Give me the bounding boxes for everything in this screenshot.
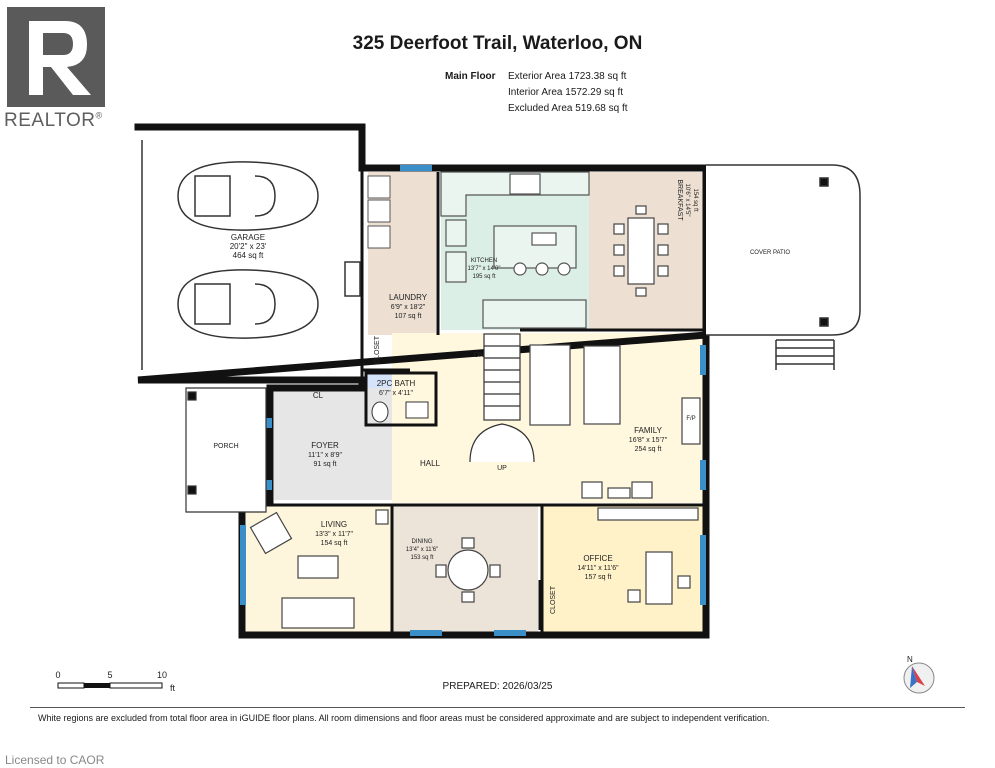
- floor-label: Main Floor: [445, 71, 496, 82]
- family-furniture: [529, 344, 701, 499]
- kitchen-dims: 13'7" x 14'0": [468, 266, 501, 272]
- laundry-area: 107 sq ft: [395, 313, 422, 320]
- scale-unit: ft: [170, 683, 176, 693]
- family-name: FAMILY: [634, 426, 663, 435]
- scale-tick-5: 5: [107, 670, 112, 680]
- laundry-fixtures: [367, 175, 391, 249]
- kitchen-area: 195 sq ft: [472, 274, 495, 280]
- office-furniture: [597, 507, 699, 605]
- office-area: 157 sq ft: [585, 574, 612, 581]
- license-watermark: Licensed to CAOR: [5, 753, 105, 767]
- prepared-date: PREPARED: 2026/03/25: [442, 681, 553, 692]
- office-name: OFFICE: [583, 554, 612, 563]
- interior-area: Interior Area 1572.29 sq ft: [508, 87, 624, 98]
- closet1-label: CLOSET: [374, 335, 381, 364]
- foyer-fill: [274, 388, 392, 500]
- office-fill: [541, 505, 705, 632]
- dining-dims: 13'4" x 11'6": [406, 547, 438, 553]
- bath-fixtures: [371, 401, 429, 423]
- realtor-logo-text: REALTOR®: [4, 110, 103, 131]
- fireplace-label: F/P: [686, 416, 695, 422]
- compass-icon: N: [903, 655, 935, 694]
- porch-outline: [185, 387, 267, 513]
- exterior-area: Exterior Area 1723.38 sq ft: [508, 71, 627, 82]
- stairs-dn-label: DN: [474, 352, 484, 359]
- foyer-area: 91 sq ft: [314, 461, 337, 468]
- dining-name: DINING: [412, 539, 433, 545]
- hall-label: HALL: [420, 459, 441, 468]
- foyer-dims: 11'1" x 8'9": [308, 452, 342, 459]
- laundry-dims: 6'9" x 18'2": [391, 304, 426, 311]
- breakfast-dims: 10'6" x 14'5": [684, 184, 690, 217]
- dining-table: [435, 537, 501, 603]
- footer-divider: [30, 707, 965, 708]
- scale-bar: 0 5 10 ft: [55, 670, 175, 693]
- laundry-name: LAUNDRY: [389, 293, 428, 302]
- room-labels: GARAGE 20'2" x 23' 464 sq ft LAUNDRY 6'9…: [213, 179, 790, 614]
- breakfast-area: 154 sq ft: [692, 188, 698, 211]
- kitchen-counters: [440, 171, 590, 329]
- disclaimer: White regions are excluded from total fl…: [38, 713, 770, 723]
- garage-name: GARAGE: [231, 233, 265, 242]
- porch-label: PORCH: [213, 443, 238, 450]
- stairs-up-label: UP: [497, 465, 507, 472]
- cover-patio: [706, 164, 861, 370]
- breakfast-table: [613, 205, 669, 297]
- office-dims: 14'11" x 11'6": [577, 565, 619, 572]
- family-area: 254 sq ft: [635, 446, 662, 453]
- garage-area: 464 sq ft: [233, 251, 264, 260]
- excluded-area: Excluded Area 519.68 sq ft: [508, 103, 628, 114]
- staircase: [469, 333, 535, 463]
- page-title: 325 Deerfoot Trail, Waterloo, ON: [352, 33, 643, 54]
- kitchen-name: KITCHEN: [471, 258, 497, 264]
- foyer-name: FOYER: [311, 441, 339, 450]
- interior-walls: [246, 168, 705, 632]
- garage-dims: 20'2" x 23': [230, 242, 267, 251]
- living-name: LIVING: [321, 520, 347, 529]
- living-area: 154 sq ft: [321, 540, 348, 547]
- compass-n: N: [907, 655, 913, 664]
- scale-tick-10: 10: [157, 670, 167, 680]
- cover-patio-label: COVER PATIO: [750, 250, 790, 256]
- windows: [240, 165, 706, 636]
- bath-dims: 6'7" x 4'11": [379, 390, 413, 397]
- breakfast-name: BREAKFAST: [676, 179, 683, 221]
- living-furniture: [249, 509, 389, 629]
- dining-area: 153 sq ft: [410, 555, 433, 561]
- cl-label: CL: [313, 391, 324, 400]
- scale-tick-0: 0: [55, 670, 60, 680]
- bath-name: 2PC BATH: [377, 379, 416, 388]
- laundry-fill: [368, 172, 436, 335]
- living-dims: 13'3" x 11'7": [315, 531, 353, 538]
- closet2-label: CLOSET: [550, 585, 557, 614]
- realtor-logo-mark: [7, 7, 105, 107]
- family-dims: 16'8" x 15'7": [629, 437, 668, 444]
- garage-cars: [141, 140, 361, 370]
